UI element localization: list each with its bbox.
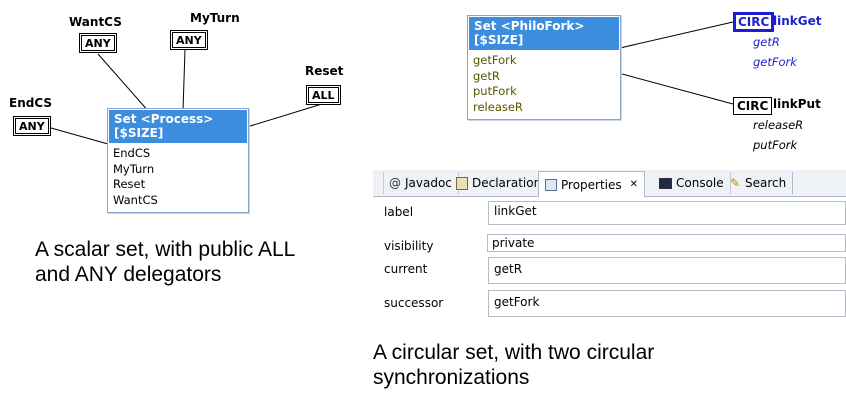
- delegator-label-myturn: MyTurn: [190, 11, 240, 25]
- delegator-myturn[interactable]: ANY: [170, 30, 208, 50]
- circ-sync-linkget[interactable]: CIRC: [733, 12, 775, 32]
- delegator-label-endcs: EndCS: [9, 96, 53, 110]
- prop-label-visibility: visibility: [384, 239, 434, 253]
- tab-overflow[interactable]: [373, 172, 384, 194]
- tab-search[interactable]: ✎ Search: [723, 172, 794, 194]
- console-icon: [659, 177, 672, 189]
- delegator-label-wantcs: WantCS: [69, 15, 122, 29]
- visibility-select[interactable]: private: [487, 234, 846, 252]
- delegator-kind: ANY: [172, 32, 206, 48]
- close-icon[interactable]: ✕: [629, 179, 639, 190]
- delegator-endcs[interactable]: ANY: [13, 116, 51, 136]
- delegator-kind: ANY: [81, 35, 115, 51]
- successor-field[interactable]: getFork: [488, 290, 846, 317]
- scalar-set-node[interactable]: Set <Process> [$SIZE] EndCS MyTurn Reset…: [107, 108, 249, 213]
- delegator-label-reset: Reset: [305, 64, 344, 78]
- set-item: WantCS: [113, 192, 158, 207]
- prop-label-current: current: [384, 262, 428, 276]
- sync-name-linkget: linkGet: [773, 14, 822, 28]
- declaration-icon: [456, 176, 468, 190]
- tab-label: Console: [676, 176, 724, 190]
- scalar-caption: A scalar set, with public ALL and ANY de…: [35, 238, 295, 286]
- prop-label-successor: successor: [384, 296, 444, 310]
- tab-properties[interactable]: Properties ✕: [538, 171, 646, 197]
- sync-name-linkput: linkPut: [773, 97, 821, 111]
- current-field[interactable]: getR: [488, 257, 846, 284]
- set-item: putFork: [473, 84, 517, 98]
- delegator-kind: ALL: [308, 87, 339, 103]
- set-title: Set <Process> [$SIZE]: [108, 109, 248, 144]
- delegator-kind: ANY: [15, 118, 49, 134]
- set-item: releaseR: [473, 99, 523, 114]
- set-item: getFork: [473, 53, 517, 67]
- circular-set-node[interactable]: Set <PhiloFork> [$SIZE] getFork getR put…: [467, 15, 621, 120]
- tab-label: Properties: [561, 177, 622, 192]
- sync-sub: getR: [753, 35, 780, 49]
- properties-icon: [545, 178, 557, 191]
- tab-label: Javadoc: [405, 176, 452, 190]
- sync-sub: releaseR: [753, 118, 804, 132]
- circular-caption: A circular set, with two circular synchr…: [373, 341, 655, 389]
- set-item: Reset: [113, 177, 146, 191]
- view-tab-bar: @ Javadoc Declaration Properties ✕ Conso…: [373, 170, 846, 197]
- set-title: Set <PhiloFork> [$SIZE]: [468, 16, 620, 51]
- set-item: MyTurn: [113, 161, 155, 176]
- tab-console[interactable]: Console: [653, 172, 731, 194]
- sync-sub: putFork: [753, 138, 798, 152]
- tab-javadoc[interactable]: @ Javadoc: [383, 172, 459, 194]
- set-item: EndCS: [113, 146, 151, 160]
- set-item: getR: [473, 68, 500, 83]
- delegator-wantcs[interactable]: ANY: [79, 33, 117, 53]
- delegator-reset[interactable]: ALL: [306, 85, 341, 105]
- tab-label: Declaration: [472, 176, 542, 190]
- circ-sync-linkput[interactable]: CIRC: [733, 97, 773, 115]
- label-field[interactable]: linkGet: [488, 201, 846, 225]
- tab-declaration[interactable]: Declaration: [450, 172, 549, 194]
- search-icon: ✎: [729, 176, 741, 190]
- prop-label-label: label: [384, 205, 414, 219]
- at-icon: @: [389, 176, 401, 190]
- sync-sub: getFork: [753, 55, 797, 69]
- tab-label: Search: [745, 176, 787, 190]
